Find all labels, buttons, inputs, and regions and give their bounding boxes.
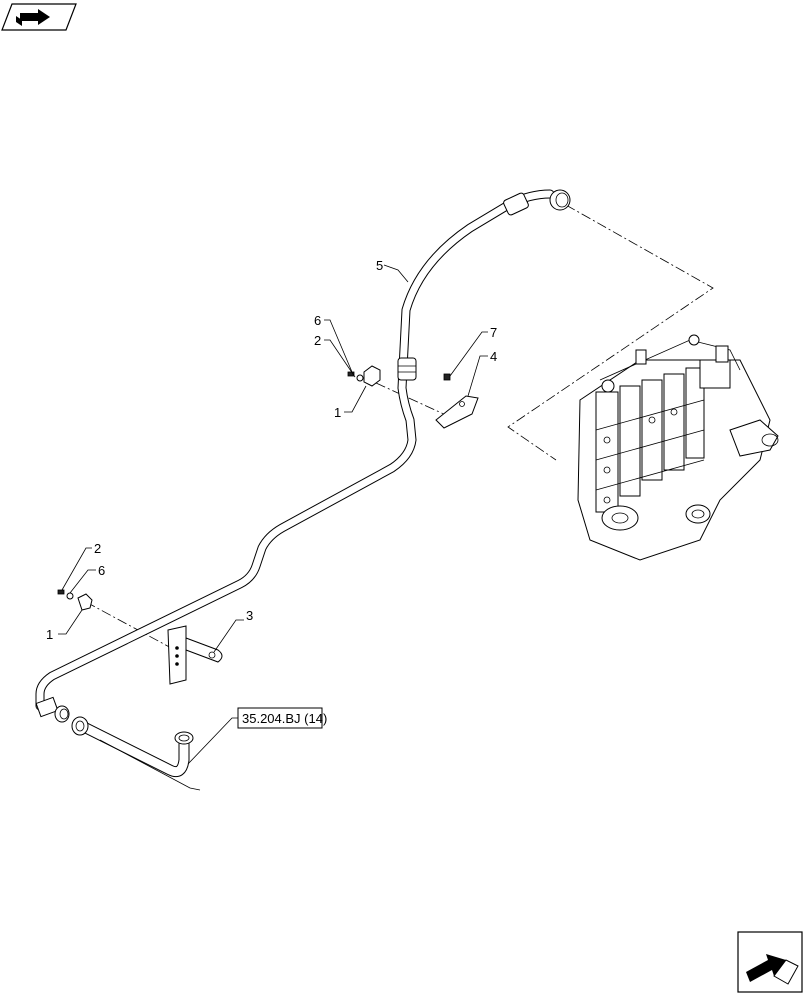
callout-1-lower: 1: [46, 627, 53, 642]
callout-2: 2: [314, 333, 321, 348]
control-valve-assembly: [577, 334, 779, 561]
callout-6-lower: 6: [98, 563, 105, 578]
callout-5: 5: [376, 258, 383, 273]
leader-lines: [58, 264, 488, 765]
callout-2-lower: 2: [94, 541, 101, 556]
callout-3: 3: [246, 608, 253, 623]
pipe-clip-lower: [57, 589, 93, 611]
hydraulic-pipe: [35, 189, 571, 723]
view-direction-arrow-icon[interactable]: [1, 3, 77, 31]
callout-4: 4: [490, 349, 497, 364]
callout-1: 1: [334, 405, 341, 420]
support-bracket: [167, 625, 223, 685]
pipe-clip-upper: [347, 365, 381, 387]
callout-7: 7: [490, 325, 497, 340]
assembly-guide-lines: [85, 204, 714, 651]
connected-pipe-section: [71, 716, 201, 791]
reference-link[interactable]: 35.204.BJ (14): [237, 707, 327, 729]
callout-6: 6: [314, 313, 321, 328]
next-page-arrow-icon[interactable]: [737, 931, 803, 993]
mounting-bracket: [435, 373, 479, 429]
reference-label: 35.204.BJ (14): [242, 711, 327, 726]
